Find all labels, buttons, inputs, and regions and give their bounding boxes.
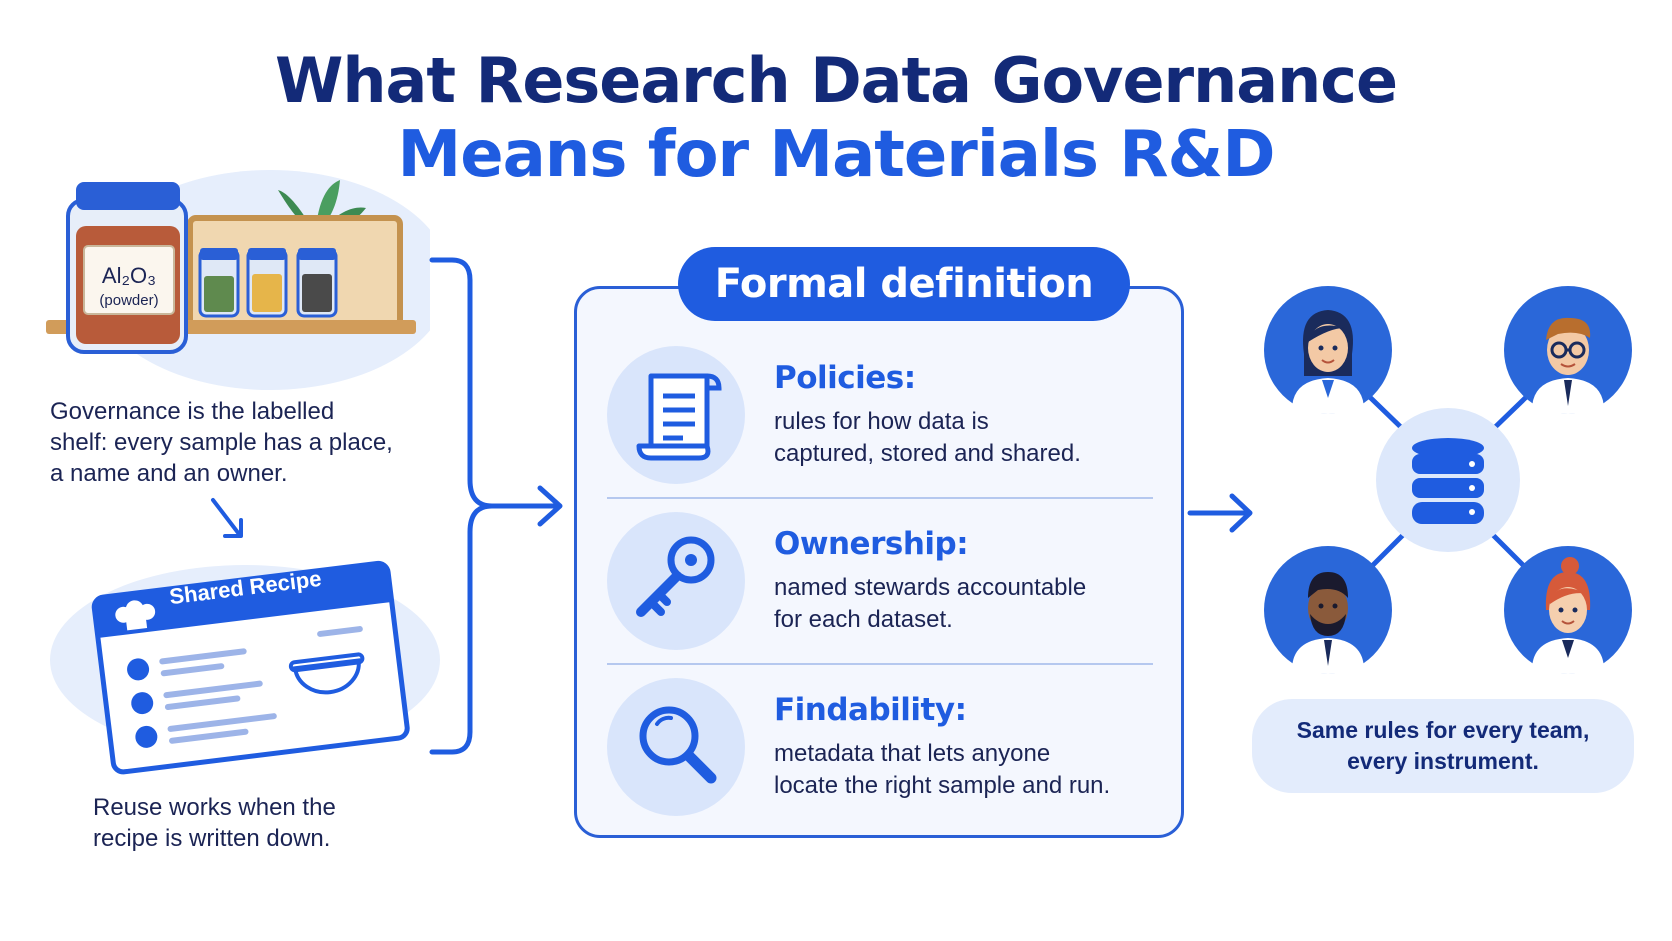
magnifier-icon — [639, 706, 717, 784]
recipe-caption: Reuse works when the recipe is written d… — [93, 794, 336, 852]
document-scroll-icon — [636, 373, 722, 461]
definition-item-policies: Policies: rules for how data is captured… — [607, 346, 1167, 486]
formal-definition-heading: Formal definition — [678, 247, 1130, 321]
jar-label-note: (powder) — [99, 292, 159, 309]
policies-description: rules for how data is captured, stored a… — [774, 408, 1081, 467]
key-icon — [636, 536, 715, 617]
alumina-jar — [66, 182, 188, 354]
same-rules-caption: Same rules for every team, every instrum… — [1252, 699, 1634, 793]
definition-item-ownership: Ownership: named stewards accountable fo… — [607, 512, 1167, 652]
arrow-down-right-icon — [211, 498, 243, 538]
database-icon — [1376, 408, 1520, 552]
definition-divider-1 — [607, 497, 1153, 499]
jar-label-formula: Al₂O₃ — [101, 263, 157, 288]
shared-recipe-card — [50, 560, 440, 775]
policies-icon-circle — [607, 346, 745, 484]
ownership-title: Ownership: — [774, 526, 969, 562]
title-line-2: Means for Materials R&D — [397, 118, 1276, 192]
arrow-right-icon — [1187, 493, 1253, 533]
recipe-step-3: 3 — [148, 709, 156, 725]
definition-divider-2 — [607, 663, 1153, 665]
chef-hat-icon — [115, 600, 156, 631]
findability-title: Findability: — [774, 692, 967, 728]
shelf-illustration — [46, 170, 430, 390]
scientist-man-beard-icon — [1264, 546, 1392, 674]
title-line-1: What Research Data Governance — [274, 44, 1398, 117]
shared-data-network — [1264, 286, 1632, 674]
findability-description: metadata that lets anyone locate the rig… — [774, 740, 1111, 799]
recipe-step-1: 1 — [140, 639, 148, 655]
scientist-woman-redhair-icon — [1504, 546, 1632, 674]
scientist-woman-icon — [1264, 286, 1392, 414]
bracket-arrow — [429, 257, 563, 755]
small-jars — [198, 248, 338, 318]
scientist-man-glasses-icon — [1504, 286, 1632, 414]
policies-title: Policies: — [774, 360, 916, 396]
shelf-caption: Governance is the labelled shelf: every … — [50, 398, 393, 487]
findability-icon-circle — [607, 678, 745, 816]
ownership-description: named stewards accountable for each data… — [774, 574, 1087, 633]
definition-item-findability: Findability: metadata that lets anyone l… — [607, 678, 1167, 818]
ownership-icon-circle — [607, 512, 745, 650]
recipe-step-2: 2 — [144, 674, 152, 690]
bowl-icon — [288, 652, 365, 695]
